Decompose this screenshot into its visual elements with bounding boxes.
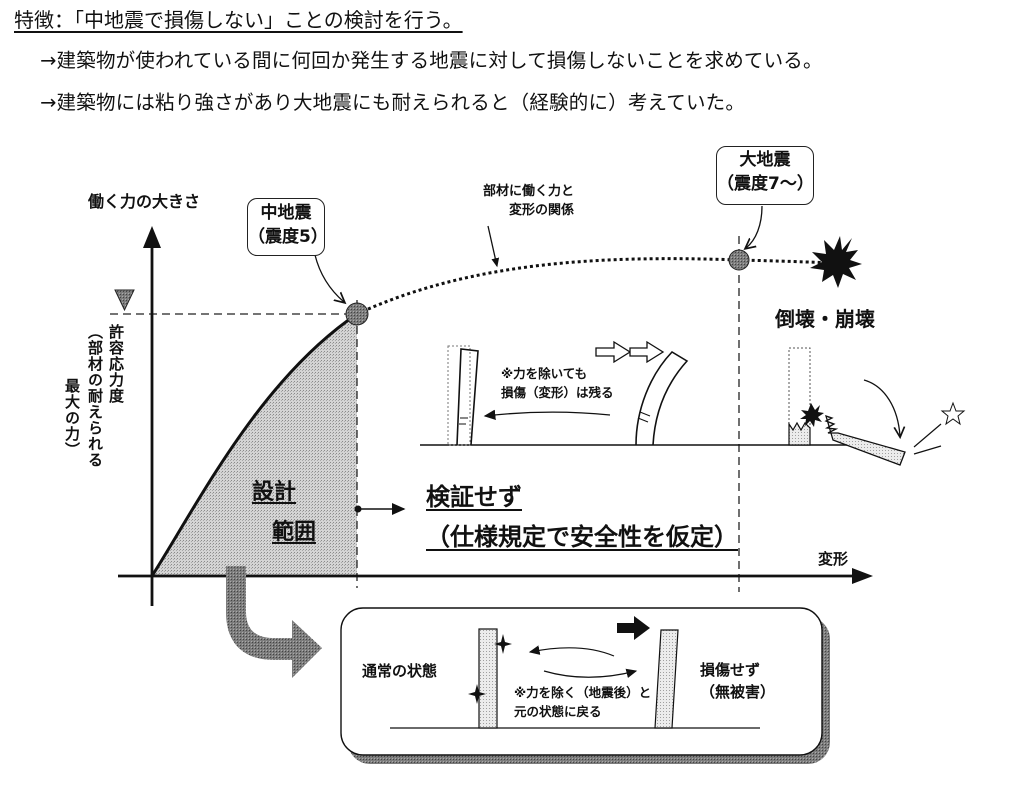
return-arrow xyxy=(543,668,638,679)
impact-mark xyxy=(913,423,942,448)
sparkle-icon xyxy=(468,684,486,704)
x-axis-arrow xyxy=(852,568,873,584)
normal-state-label: 通常の状態 xyxy=(362,662,438,680)
curve-label-pointer xyxy=(487,225,500,268)
design-range-label-1: 設計 xyxy=(252,480,297,505)
mid-quake-title: 中地震 xyxy=(260,203,312,223)
return-note-line-1: ※力を除く（地震後）と xyxy=(514,685,652,700)
curve-label: 部材に働く力と 変形の関係 xyxy=(483,182,574,220)
large-quake-title: 大地震 xyxy=(739,150,791,170)
no-damage-label: 損傷せず （無被害） xyxy=(700,659,775,703)
crack-mark xyxy=(639,411,651,417)
mid-quake-intensity: （震度5） xyxy=(248,227,328,247)
return-note: ※力を除く（地震後）と 元の状態に戻る xyxy=(514,683,651,721)
inset-pointer-arrow xyxy=(226,566,322,678)
plastic-curve xyxy=(356,257,833,316)
large-quake-pointer xyxy=(746,205,763,248)
push-arrow-1 xyxy=(595,340,632,364)
x-axis-label: 変形 xyxy=(818,550,849,568)
push-away-arrow xyxy=(528,645,615,657)
large-quake-point xyxy=(728,249,750,271)
fall-arrow xyxy=(863,379,900,436)
mid-quake-pointer xyxy=(314,254,344,302)
deflected-column xyxy=(654,629,679,729)
allowable-stress-label: 許容応力度 xyxy=(107,324,125,404)
bullet-1: →建築物が使われている間に何回か発生する地震に対して損傷しないことを求めている。 xyxy=(40,49,823,72)
force-arrow-icon xyxy=(617,616,650,640)
mid-quake-callout: 中地震 （震度5） xyxy=(247,198,328,256)
no-damage-line-2: （無被害） xyxy=(700,683,776,701)
push-arrow-2 xyxy=(629,340,665,364)
residual-return-arrow xyxy=(483,409,611,420)
residual-note-line-2: 損傷（変形）は残る xyxy=(501,385,614,400)
impact-star-icon xyxy=(940,401,966,426)
curve-label-line-1: 部材に働く力と xyxy=(483,184,575,199)
page-heading: 特徴：「中地震で損傷しない」ことの検討を行う。 xyxy=(14,8,463,32)
break-burst-icon xyxy=(800,403,824,427)
allowable-stress-desc-1: （部材の耐えられる xyxy=(86,324,104,468)
residual-note: ※力を除いても 損傷（変形）は残る xyxy=(501,364,614,402)
y-axis-arrow xyxy=(143,226,161,248)
sparkle-icon xyxy=(494,634,512,654)
design-range-area xyxy=(152,314,357,576)
bent-column xyxy=(635,350,689,446)
not-verified-label: 検証せず xyxy=(426,483,522,511)
impact-mark xyxy=(913,445,942,455)
large-quake-intensity: （震度7～） xyxy=(717,174,814,194)
collapse-label: 倒壊・崩壊 xyxy=(775,307,875,331)
return-note-line-2: 元の状態に戻る xyxy=(514,704,602,719)
y-axis-label: 働く力の大きさ xyxy=(88,192,201,211)
allowable-stress-marker xyxy=(114,289,135,312)
design-range-label-2: 範囲 xyxy=(272,520,317,545)
inset-box xyxy=(340,607,823,756)
not-verified-desc: （仕様規定で安全性を仮定） xyxy=(426,523,738,551)
normal-column xyxy=(478,628,498,729)
fallen-column xyxy=(824,414,906,466)
failure-burst-icon xyxy=(810,236,862,288)
residual-column xyxy=(456,348,479,446)
allowable-stress-desc-2: 最大の力） xyxy=(63,378,81,458)
elastic-curve xyxy=(150,312,358,577)
curve-label-line-2: 変形の関係 xyxy=(509,203,575,218)
no-damage-line-1: 損傷せず xyxy=(700,661,761,679)
column-stump xyxy=(788,421,811,446)
mid-quake-point xyxy=(345,302,369,326)
crack-mark xyxy=(637,417,649,423)
large-quake-callout: 大地震 （震度7～） xyxy=(716,146,814,205)
residual-note-line-1: ※力を除いても xyxy=(501,366,588,381)
bullet-2: →建築物には粘り強さがあり大地震にも耐えられると（経験的に）考えていた。 xyxy=(40,91,746,114)
original-column-outline xyxy=(447,345,471,446)
